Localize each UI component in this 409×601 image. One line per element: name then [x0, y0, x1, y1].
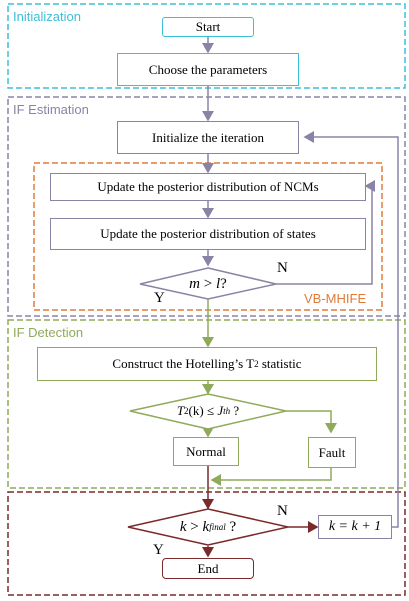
l-symbol: l	[215, 275, 221, 292]
k-term: (k) ≤	[188, 403, 218, 418]
decision-m-gt-l	[139, 267, 277, 300]
gt-operator: >	[186, 518, 203, 535]
end-frame	[7, 491, 406, 596]
t-sup: 2	[184, 406, 189, 416]
edge-label-n1: N	[277, 260, 288, 276]
if-estimation-frame	[7, 96, 406, 317]
normal-node: Normal	[173, 437, 239, 466]
hotelling-tail: statistic	[258, 356, 302, 371]
m-symbol: m	[189, 275, 201, 292]
choose-parameters-node: Choose the parameters	[117, 53, 299, 86]
question-mark: ?	[220, 275, 227, 292]
section-label-if-estimation: IF Estimation	[13, 102, 89, 117]
decision-m-gt-l-label: m > l?	[160, 274, 256, 294]
fault-node: Fault	[308, 437, 356, 468]
section-label-if-detection: IF Detection	[13, 325, 84, 340]
section-label-initialization: Initialization	[13, 9, 81, 24]
t-symbol: T	[176, 403, 185, 418]
k-symbol-2: k	[202, 518, 210, 535]
edge-label-y1: Y	[154, 290, 165, 306]
if-detection-frame	[7, 319, 406, 489]
hotelling-text: Construct the Hotelling’s T	[112, 356, 255, 371]
question-mark: ?	[230, 403, 240, 418]
end-node: End	[162, 558, 254, 579]
increment-k-node: k = k + 1	[318, 515, 392, 539]
gt-operator: >	[200, 275, 216, 292]
th-subscript: th	[223, 406, 231, 416]
k-symbol: k	[179, 518, 187, 535]
decision-t2	[129, 393, 287, 430]
update-states-node: Update the posterior distribution of sta…	[50, 218, 366, 250]
hotelling-sup: 2	[254, 359, 259, 369]
start-node: Start	[162, 17, 254, 37]
decision-k-final	[127, 508, 289, 546]
update-ncms-node: Update the posterior distribution of NCM…	[50, 173, 366, 201]
initialize-iteration-node: Initialize the iteration	[117, 121, 299, 154]
initialization-frame	[7, 3, 406, 89]
edge-label-n2: N	[277, 503, 288, 519]
section-label-vb-mhife: VB-MHIFE	[304, 291, 367, 306]
final-subscript: final	[209, 522, 226, 532]
j-symbol: J	[217, 403, 224, 418]
question-mark: ?	[225, 518, 237, 535]
edge-label-y2: Y	[153, 542, 164, 558]
